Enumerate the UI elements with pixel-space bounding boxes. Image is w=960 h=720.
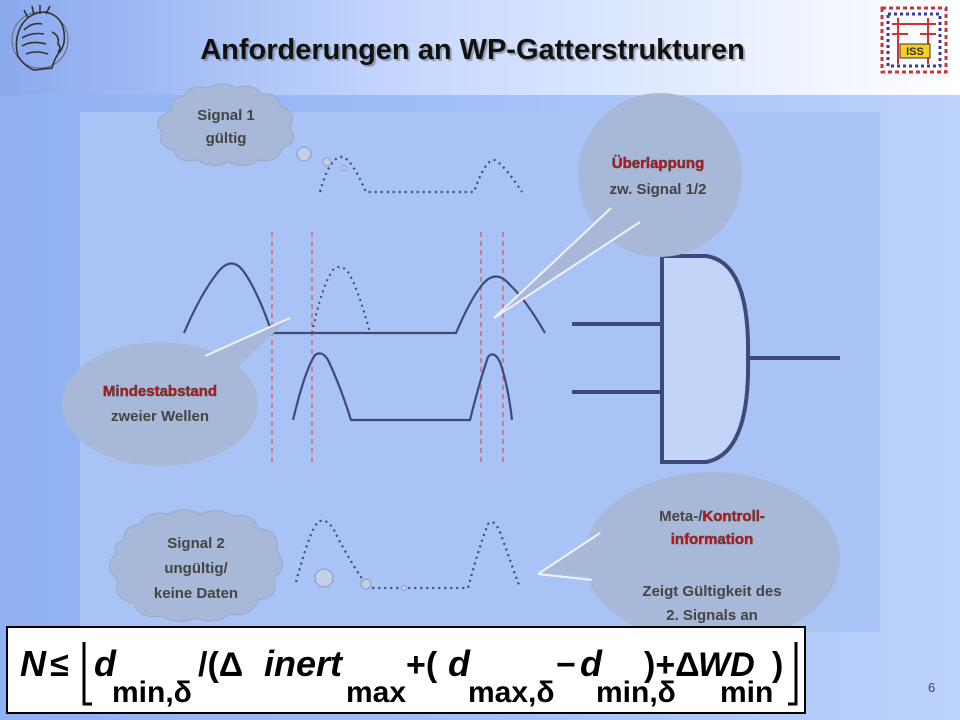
formula-minus: − <box>556 646 576 684</box>
signal1-wave-a <box>182 262 546 335</box>
bubble-min-distance-text: zweier Wellen <box>111 408 209 425</box>
bubble-meta-line3: Zeigt Gültigkeit des <box>642 583 781 600</box>
formula-d1: d <box>94 643 117 684</box>
formula-d3: d <box>580 643 603 684</box>
bubble-min-distance: Mindestabstand zweier Wellen <box>62 317 291 466</box>
cloud-signal2-line2: ungültig/ <box>164 560 228 577</box>
formula-box: N ≤ d min,δ /(Δ inert max +( d max,δ − d… <box>6 626 806 714</box>
bubble-meta: Meta-/Kontroll- information Zeigt Gültig… <box>537 472 840 644</box>
cloud-signal2-line3: keine Daten <box>154 585 238 602</box>
and-gate <box>572 254 840 464</box>
cloud-signal1-line1: Signal 1 <box>197 107 255 124</box>
cloud-signal2-bubble-3 <box>401 585 407 591</box>
bubble-overlap-pointer-edge-1 <box>493 207 612 319</box>
bubble-meta-line1: Meta-/Kontroll- <box>659 508 765 525</box>
formula-close: ) <box>772 646 783 684</box>
bubble-min-distance-highlight: Mindestabstand <box>103 383 217 400</box>
cloud-signal1-bubble-3 <box>341 165 347 171</box>
cloud-signal1-line2: gültig <box>206 130 247 147</box>
cloud-signal2-line1: Signal 2 <box>167 535 225 552</box>
formula-sub-max: max <box>346 676 406 709</box>
bubble-meta-prefix: Meta-/ <box>659 508 703 525</box>
timing-markers <box>271 232 504 464</box>
bubble-meta-line4: 2. Signals an <box>666 607 758 624</box>
cloud-signal2: Signal 2 ungültig/ keine Daten <box>109 509 407 622</box>
cloud-signal1-bubble-1 <box>296 146 312 162</box>
formula-floor-left <box>82 642 92 706</box>
signal1-valid-wave <box>318 155 523 194</box>
signal2-wave <box>291 352 514 422</box>
bubble-min-distance-shape <box>62 342 258 466</box>
cloud-signal2-bubble-2 <box>360 578 372 590</box>
bubble-overlap-shape <box>578 93 742 257</box>
cloud-signal2-shape <box>109 509 283 622</box>
bubble-overlap-pointer-edge-2 <box>493 221 641 319</box>
formula-plus-paren: +( <box>406 646 438 684</box>
formula-sub-min: min <box>720 676 773 709</box>
bubble-meta-highlight1: Kontroll- <box>702 508 764 525</box>
bubble-overlap-text: zw. Signal 1/2 <box>610 181 707 198</box>
cloud-signal1-shape <box>157 83 295 166</box>
cloud-signal1-bubble-2 <box>322 157 332 167</box>
iss-logo-text: ISS <box>906 46 924 58</box>
bubble-meta-pointer-edge-2 <box>537 573 593 581</box>
formula-inert: inert <box>264 643 344 684</box>
university-logo <box>11 5 69 71</box>
bubble-overlap-highlight: Überlappung <box>612 155 705 172</box>
formula-floor-right <box>788 642 798 706</box>
bubble-min-distance-pointer-edge <box>204 317 291 357</box>
signal1-dotted-wave <box>311 265 371 334</box>
slide-number: 6 <box>928 680 936 695</box>
bubble-meta-shape <box>584 472 840 644</box>
formula-slash-open: /(Δ <box>198 646 243 684</box>
formula-sub-max-delta: max,δ <box>468 676 555 709</box>
title-band <box>0 0 960 95</box>
formula-close-plus-delta: )+Δ <box>644 646 700 684</box>
cloud-signal2-bubble-1 <box>314 568 334 588</box>
formula: N ≤ d min,δ /(Δ inert max +( d max,δ − d… <box>20 642 798 709</box>
formula-leq: ≤ <box>50 646 69 684</box>
iss-logo: ISS <box>880 6 948 74</box>
bubble-meta-highlight2: information <box>671 531 754 548</box>
formula-d2: d <box>448 643 471 684</box>
bubble-meta-pointer-edge-1 <box>537 532 601 575</box>
bubble-overlap-pointer <box>494 208 640 318</box>
formula-sub-min-delta-2: min,δ <box>596 676 676 709</box>
formula-n: N <box>20 643 47 684</box>
bubble-overlap: Überlappung zw. Signal 1/2 <box>493 93 742 319</box>
formula-wd: WD <box>698 646 755 684</box>
cloud-signal1: Signal 1 gültig <box>157 83 347 171</box>
slide-title: Anforderungen an WP-Gatterstrukturen <box>200 34 745 66</box>
formula-sub-min-delta: min,δ <box>112 676 192 709</box>
gate-body <box>660 254 751 464</box>
